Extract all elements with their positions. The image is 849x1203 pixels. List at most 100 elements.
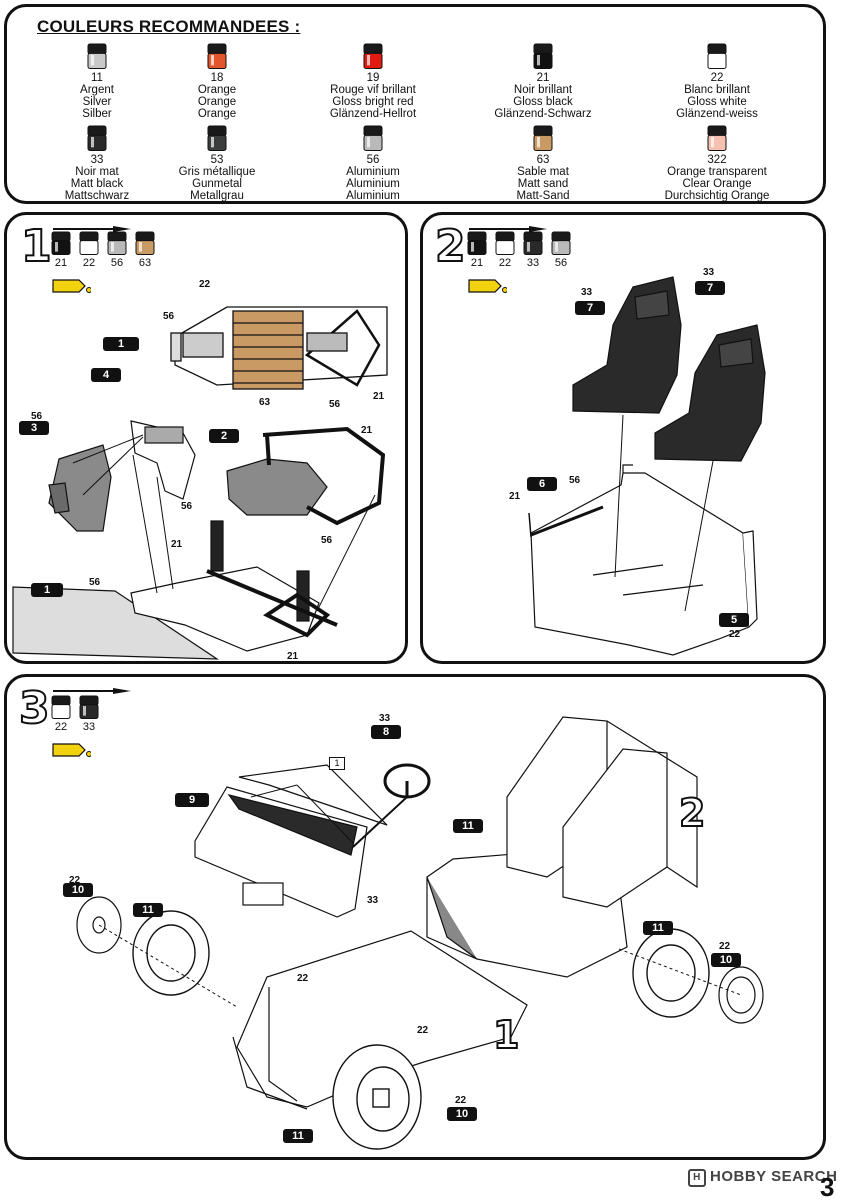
paint-de: Glänzend-Schwarz bbox=[494, 108, 592, 120]
paint-de: Orange bbox=[197, 108, 237, 120]
label-21: 21 bbox=[509, 491, 521, 502]
label-63: 63 bbox=[259, 397, 271, 408]
step-paint-21: 21 bbox=[49, 231, 73, 269]
part-badge-7a: 7 bbox=[575, 301, 605, 315]
label-22-rear: 22 bbox=[455, 1095, 467, 1106]
paint-en: Gloss white bbox=[687, 96, 747, 108]
step-number: 3 bbox=[18, 683, 51, 734]
step-number: 2 bbox=[434, 221, 467, 272]
step-paint-code: 33 bbox=[82, 721, 96, 733]
part-badge-7b: 7 bbox=[695, 281, 725, 295]
step-paint-63: 63 bbox=[133, 231, 157, 269]
step-paint-33: 33 bbox=[521, 231, 545, 269]
step-paint-code: 21 bbox=[54, 257, 68, 269]
floor-tray bbox=[530, 464, 758, 656]
step-paint-code: 63 bbox=[138, 257, 152, 269]
glue-icon bbox=[467, 277, 508, 300]
paint-jar-icon bbox=[135, 231, 155, 256]
wheel-front-left bbox=[332, 1044, 422, 1150]
part-badge-10c: 10 bbox=[447, 1107, 477, 1121]
step-1-assembly-drawing bbox=[12, 306, 388, 660]
paint-code: 11 bbox=[91, 72, 103, 84]
paint-code: 53 bbox=[210, 154, 224, 166]
paint-de: Matt-Sand bbox=[516, 190, 570, 202]
paint-jar-icon bbox=[87, 125, 107, 151]
part-3-shroud bbox=[48, 444, 112, 532]
logo-text: HOBBY SEARCH bbox=[710, 1168, 838, 1185]
step-paint-code: 56 bbox=[110, 257, 124, 269]
label-33-dash: 33 bbox=[367, 895, 379, 906]
paint-fr: Orange transparent bbox=[667, 166, 767, 178]
step-paint-33: 33 bbox=[77, 695, 101, 733]
paint-fr: Gris métallique bbox=[178, 166, 256, 178]
assembly-arrows bbox=[614, 414, 714, 612]
glue-icon bbox=[51, 741, 92, 764]
paint-jar-icon bbox=[79, 231, 99, 256]
paint-code: 56 bbox=[366, 154, 380, 166]
step-paint-code: 22 bbox=[54, 721, 68, 733]
part-4-bulkhead bbox=[130, 420, 196, 500]
axle-lines bbox=[98, 924, 742, 1008]
label-56e: 56 bbox=[321, 535, 333, 546]
part-badge-3: 3 bbox=[19, 421, 49, 435]
paint-en: Gloss black bbox=[513, 96, 573, 108]
paint-code: 18 bbox=[210, 72, 224, 84]
wheel-rear-left-tire bbox=[132, 910, 210, 996]
part-badge-10a: 10 bbox=[63, 883, 93, 897]
colors-title: COULEURS RECOMMANDEES : bbox=[37, 17, 301, 36]
part-8-steering-wheel bbox=[352, 763, 431, 848]
paint-de: Metallgrau bbox=[190, 190, 244, 202]
label-22-wheel-right: 22 bbox=[719, 941, 731, 952]
paint-fr: Argent bbox=[80, 84, 114, 96]
seat-left bbox=[572, 276, 682, 414]
paint-code: 22 bbox=[710, 72, 724, 84]
part-badge-10b: 10 bbox=[711, 953, 741, 967]
lower-chassis bbox=[12, 520, 338, 660]
paint-jar-icon bbox=[363, 43, 383, 69]
paint-jar-icon bbox=[495, 231, 515, 256]
paint-jar-icon bbox=[207, 43, 227, 69]
paint-jar-icon bbox=[533, 125, 553, 151]
paint-jar-icon bbox=[51, 695, 71, 720]
step-3-panel: 3 22 33 bbox=[4, 674, 826, 1160]
label-21c: 21 bbox=[171, 539, 183, 550]
step-paint-22: 22 bbox=[77, 231, 101, 269]
assembly-arrows bbox=[250, 784, 354, 844]
part-badge-1b: 1 bbox=[31, 583, 63, 597]
step-3-assembly-drawing bbox=[76, 716, 764, 1150]
paint-en: Gunmetal bbox=[192, 178, 242, 190]
step-paint-22: 22 bbox=[493, 231, 517, 269]
paint-fr: Sable mat bbox=[517, 166, 569, 178]
part-badge-11c: 11 bbox=[643, 921, 673, 935]
label-21d: 21 bbox=[287, 651, 299, 662]
paint-jar-icon bbox=[467, 231, 487, 256]
label-33-left: 33 bbox=[581, 287, 593, 298]
part-6-rail bbox=[528, 505, 604, 538]
subassembly-ref-2: 2 bbox=[678, 790, 706, 836]
paint-code: 33 bbox=[90, 154, 104, 166]
part-badge-6: 6 bbox=[527, 477, 557, 491]
paint-jar-icon bbox=[363, 125, 383, 151]
assembly-arrows bbox=[72, 434, 376, 612]
step-paint-21: 21 bbox=[465, 231, 489, 269]
chassis-frame bbox=[170, 306, 388, 390]
paint-fr: Noir brillant bbox=[513, 84, 573, 96]
label-21a: 21 bbox=[373, 391, 385, 402]
paint-code: 63 bbox=[536, 154, 550, 166]
paint-de: Aluminium bbox=[346, 190, 400, 202]
step-paint-code: 33 bbox=[526, 257, 540, 269]
label-33-wheel: 33 bbox=[379, 713, 391, 724]
paint-jar-icon bbox=[707, 43, 727, 69]
paint-fr: Aluminium bbox=[346, 166, 400, 178]
paint-en: Matt sand bbox=[517, 178, 569, 190]
wheel-front-right-hub bbox=[718, 966, 764, 1024]
logo-mark: H bbox=[688, 1169, 706, 1187]
label-56a: 56 bbox=[163, 311, 175, 322]
